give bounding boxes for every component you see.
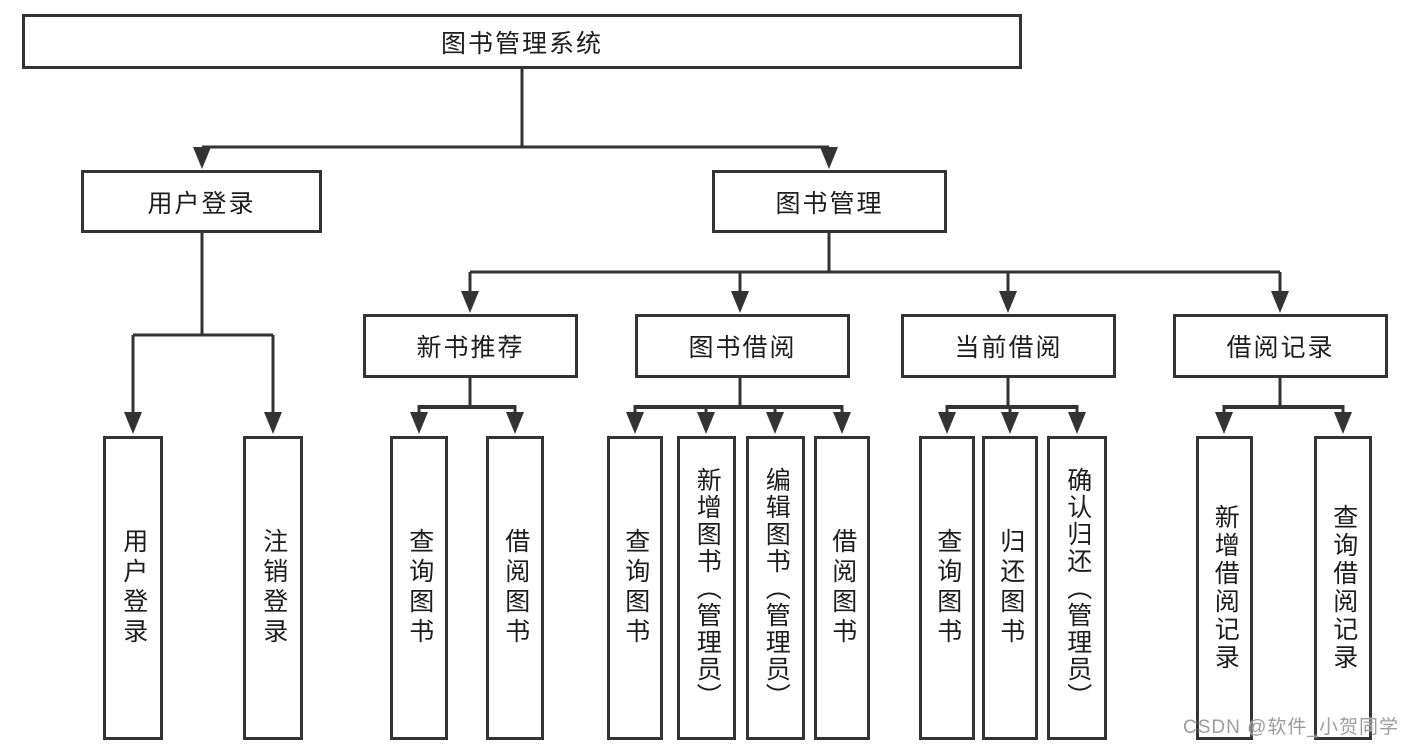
arrowhead <box>626 412 644 434</box>
watermark: CSDN @软件_小贺同学 <box>1183 717 1399 738</box>
arrowhead <box>193 147 211 169</box>
arrowhead <box>697 412 715 434</box>
leaf-query-books-1: 查询图书 <box>390 436 448 740</box>
leaf-logout: 注销登录 <box>243 436 303 740</box>
leaf-user-login: 用户登录 <box>103 436 163 740</box>
leaf-add-book-admin: 新增图书（管理员） <box>677 436 736 740</box>
arrowhead <box>410 412 428 434</box>
leaf-add-book-admin-label: 新增图书（管理员） <box>693 466 722 710</box>
leaf-borrow-books-1: 借阅图书 <box>486 436 544 740</box>
arrowhead <box>124 412 142 434</box>
leaf-return-books-label: 归还图书 <box>996 528 1025 648</box>
leaf-add-borrow-record: 新增借阅记录 <box>1196 436 1253 740</box>
node-book-borrow-label: 图书借阅 <box>688 334 797 362</box>
arrowhead <box>264 412 282 434</box>
node-library-system: 图书管理系统 <box>22 14 1022 69</box>
node-book-management: 图书管理 <box>712 170 947 233</box>
leaf-add-borrow-record-label: 新增借阅记录 <box>1211 504 1240 672</box>
node-user-login-label: 用户登录 <box>147 189 256 218</box>
node-book-management-label: 图书管理 <box>775 189 884 218</box>
leaf-edit-book-admin-label: 编辑图书（管理员） <box>762 466 791 710</box>
leaf-edit-book-admin: 编辑图书（管理员） <box>746 436 805 740</box>
arrowhead <box>938 412 956 434</box>
leaf-borrow-books-2-label: 借阅图书 <box>828 528 857 648</box>
leaf-borrow-books-1-label: 借阅图书 <box>501 528 530 648</box>
arrowheads <box>124 147 1352 434</box>
arrowhead <box>1271 291 1289 313</box>
leaf-query-books-1-label: 查询图书 <box>405 528 434 648</box>
arrowhead <box>1001 412 1019 434</box>
arrowhead <box>766 412 784 434</box>
arrowhead <box>506 412 524 434</box>
arrowhead <box>833 412 851 434</box>
arrowhead <box>1334 412 1352 434</box>
node-new-book-recommend: 新书推荐 <box>363 314 578 378</box>
leaf-confirm-return-admin: 确认归还（管理员） <box>1047 436 1107 740</box>
node-current-borrow-label: 当前借阅 <box>954 334 1063 362</box>
leaf-query-books-3: 查询图书 <box>919 436 975 740</box>
arrowhead <box>1215 412 1233 434</box>
node-borrow-records: 借阅记录 <box>1173 314 1388 378</box>
node-new-book-recommend-label: 新书推荐 <box>416 334 525 362</box>
arrowhead <box>999 291 1017 313</box>
leaf-query-borrow-record: 查询借阅记录 <box>1314 436 1372 740</box>
arrowhead <box>820 147 838 169</box>
leaf-confirm-return-admin-label: 确认归还（管理员） <box>1063 466 1092 710</box>
leaf-query-books-3-label: 查询图书 <box>933 528 962 648</box>
leaf-return-books: 归还图书 <box>982 436 1038 740</box>
node-book-borrow: 图书借阅 <box>635 314 850 378</box>
node-library-system-label: 图书管理系统 <box>440 29 603 58</box>
node-current-borrow: 当前借阅 <box>901 314 1116 378</box>
node-user-login: 用户登录 <box>81 170 322 233</box>
leaf-logout-label: 注销登录 <box>259 528 288 648</box>
leaf-query-borrow-record-label: 查询借阅记录 <box>1329 504 1358 672</box>
node-borrow-records-label: 借阅记录 <box>1226 334 1335 362</box>
leaf-user-login-label: 用户登录 <box>119 528 148 648</box>
arrowhead <box>731 291 749 313</box>
arrowhead <box>1068 412 1086 434</box>
leaf-borrow-books-2: 借阅图书 <box>814 436 870 740</box>
leaf-query-books-2: 查询图书 <box>607 436 663 740</box>
leaf-query-books-2-label: 查询图书 <box>621 528 650 648</box>
arrowhead <box>461 291 479 313</box>
